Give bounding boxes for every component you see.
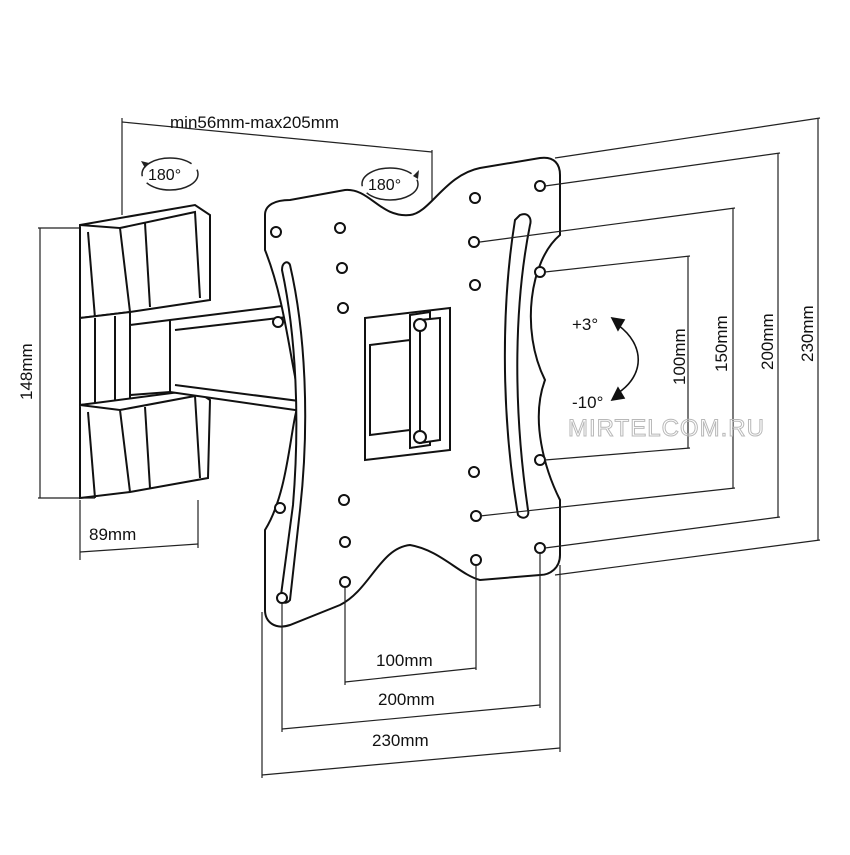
swivel-right-label: 180° [368,177,401,194]
wall-plate-height-label: 148mm [17,343,36,400]
swivel-left-label: 180° [148,167,181,184]
vesa-holes [270,180,546,604]
watermark: MIRTELCOM.RU [568,415,765,442]
arm-extension-label: min56mm-max205mm [170,113,339,132]
wall-plate-width-dimension [79,500,199,560]
tilt-down-label: -10° [572,393,603,412]
swivel-right-indicator: 180° [361,167,419,201]
swivel-left-indicator: 180° [141,157,199,191]
wall-plate-width-label: 89mm [89,525,136,544]
vesa-v-150-label: 150mm [712,315,731,372]
vesa-h-230-label: 230mm [372,731,429,750]
vesa-h-200-label: 200mm [378,690,435,709]
vesa-vertical-dimensions [479,117,821,576]
vesa-v-230-label: 230mm [798,305,817,362]
tilt-up-label: +3° [572,315,598,334]
vesa-horizontal-dimensions [261,554,561,778]
vesa-v-100-label: 100mm [670,328,689,385]
vesa-h-100-label: 100mm [376,651,433,670]
vesa-v-200-label: 200mm [758,313,777,370]
vesa-plate [264,156,561,628]
wall-bracket [79,203,212,500]
tilt-indicator [610,316,640,402]
